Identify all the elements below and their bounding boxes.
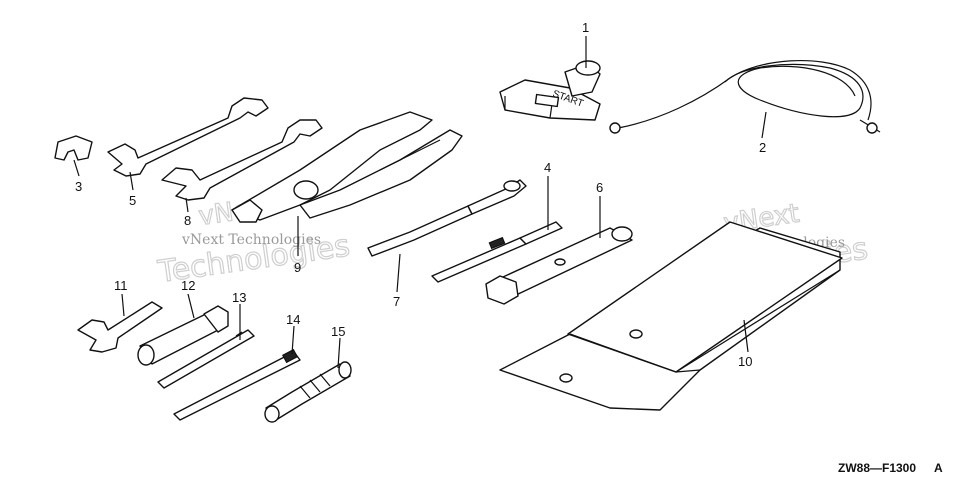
callout-1: 1 [582, 20, 589, 35]
starter-rope [609, 59, 881, 134]
screwdriver-handle [264, 361, 352, 423]
callout-13: 13 [232, 290, 246, 305]
callout-8: 8 [184, 213, 191, 228]
leader-lines [73, 36, 767, 369]
callout-5: 5 [129, 193, 136, 208]
callout-11: 11 [114, 278, 128, 293]
clip [54, 135, 93, 161]
drawing-code: ZW88—F1300 A [838, 461, 943, 475]
drawing-code-suffix: A [934, 461, 943, 475]
open-wrench-5 [107, 97, 269, 177]
pliers [231, 111, 463, 223]
watermark-line-left: vNext Technologies [181, 232, 321, 248]
phillips-screwdriver [431, 221, 563, 283]
callout-9: 9 [294, 260, 301, 275]
callout-7: 7 [393, 294, 400, 309]
callout-14: 14 [286, 312, 300, 327]
callout-12: 12 [181, 278, 195, 293]
callout-3: 3 [75, 179, 82, 194]
callout-2: 2 [759, 140, 766, 155]
tool-bag [499, 221, 843, 411]
flat-screwdriver [367, 179, 527, 257]
drawing-code-text: ZW88—F1300 [838, 461, 916, 475]
screwdriver-bit [157, 329, 255, 389]
spark-plug-socket [485, 226, 633, 305]
small-wrench [77, 301, 163, 353]
callout-6: 6 [596, 180, 603, 195]
callout-4: 4 [544, 160, 551, 175]
callouts: 1 2 3 4 5 6 7 8 9 10 11 12 13 14 15 [75, 20, 766, 369]
extension-bit [173, 348, 301, 421]
callout-15: 15 [331, 324, 345, 339]
starter-grip: START [499, 60, 601, 121]
callout-10: 10 [738, 354, 752, 369]
box-socket [137, 305, 229, 366]
